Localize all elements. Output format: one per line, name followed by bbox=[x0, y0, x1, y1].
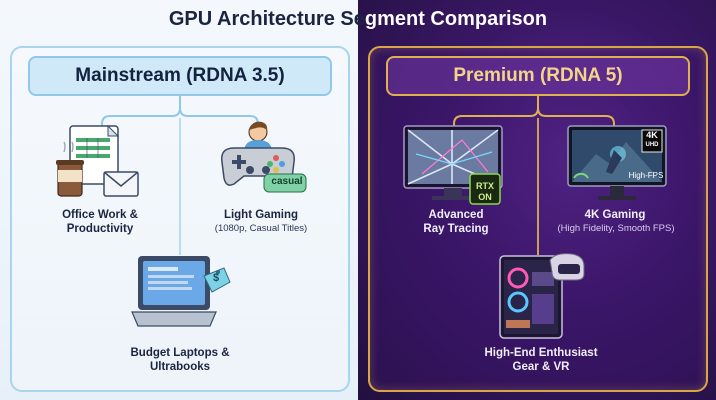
casual-badge: casual bbox=[271, 176, 303, 187]
high-fps-badge: High-FPS bbox=[628, 171, 664, 180]
enthusiast-label: High-End Enthusiast Gear & VR bbox=[466, 346, 616, 374]
office-label: Office Work & Productivity bbox=[40, 208, 160, 236]
4k-badge: 4K UHD bbox=[643, 130, 661, 150]
ray-tracing-label-line2: Ray Tracing bbox=[423, 223, 489, 235]
light-gaming-label: Light Gaming bbox=[223, 209, 299, 221]
office-label-line2: Productivity bbox=[66, 223, 134, 235]
gamepad-icon bbox=[221, 121, 307, 193]
ray-tracing-label: Advanced Ray Tracing bbox=[396, 208, 516, 236]
office-documents-icon bbox=[56, 124, 139, 197]
light-gaming-sub: (1080p, Casual Titles) bbox=[214, 223, 308, 234]
gaming-pc-vr-icon bbox=[499, 253, 585, 339]
connector-left-2 bbox=[179, 107, 259, 126]
rtx-badge: RTX ON bbox=[470, 181, 500, 203]
laptops-label-line1: Budget Laptops & bbox=[130, 347, 230, 359]
4k-monitor-icon bbox=[567, 125, 667, 200]
connector-right-2 bbox=[537, 107, 615, 126]
premium-heading: Premium (RDNA 5) bbox=[386, 56, 690, 96]
enthusiast-label-line2: Gear & VR bbox=[512, 361, 570, 373]
mainstream-heading: Mainstream (RDNA 3.5) bbox=[28, 56, 332, 96]
laptops-label-line2: Ultrabooks bbox=[149, 361, 211, 373]
laptops-label: Budget Laptops & Ultrabooks bbox=[110, 346, 250, 374]
page-title: GPU Architecture Segment Comparison bbox=[168, 8, 548, 30]
enthusiast-label-line1: High-End Enthusiast bbox=[484, 347, 598, 359]
rtx-badge-line1: RTX bbox=[476, 181, 494, 191]
4k-gaming-label: 4K Gaming bbox=[584, 209, 646, 221]
4k-gaming-sub: (High Fidelity, Smooth FPS) bbox=[557, 223, 675, 234]
ray-tracing-label-line1: Advanced bbox=[428, 209, 484, 221]
office-label-line1: Office Work & bbox=[62, 209, 138, 221]
laptop-icon bbox=[131, 256, 231, 327]
4k-badge-bottom: UHD bbox=[645, 142, 659, 148]
rtx-badge-line2: ON bbox=[478, 192, 492, 202]
4k-badge-top: 4K bbox=[646, 130, 658, 140]
connector-right-1 bbox=[453, 96, 539, 126]
price-tag-symbol: $ bbox=[212, 272, 220, 284]
ray-tracing-monitor-icon bbox=[403, 125, 503, 205]
